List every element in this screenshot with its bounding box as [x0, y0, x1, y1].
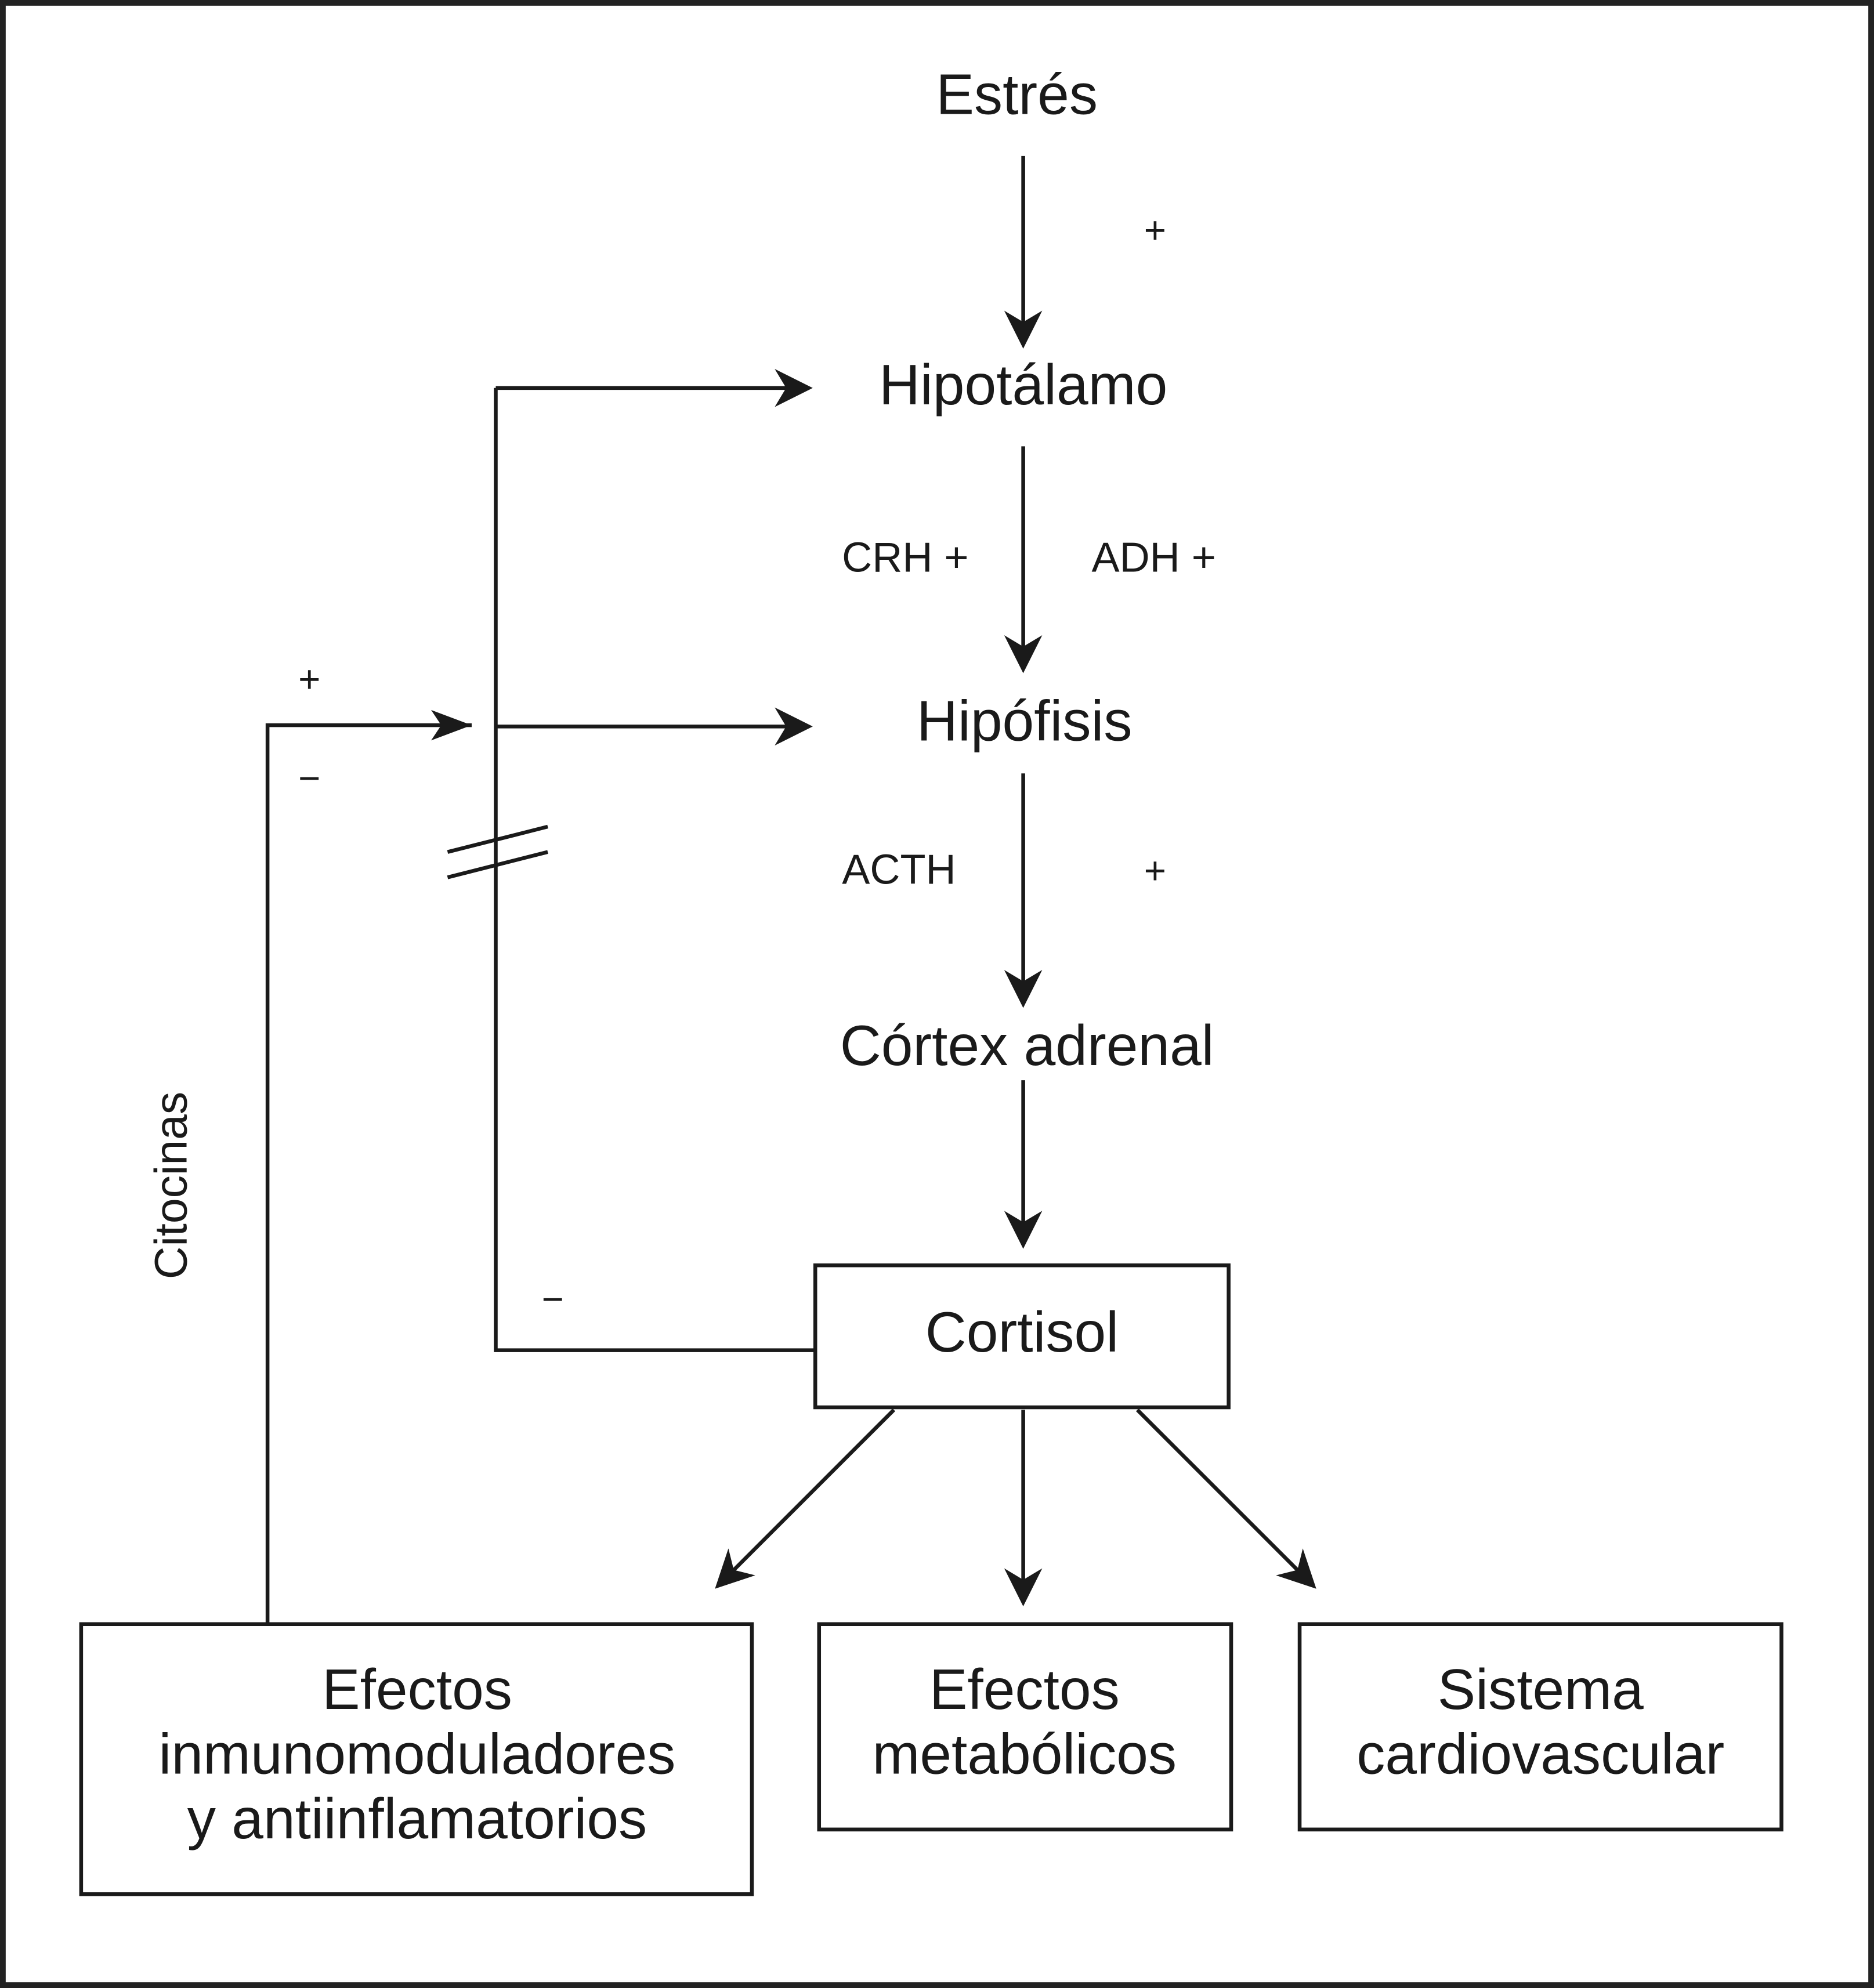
node-hipofisis: Hipófisis — [917, 689, 1133, 752]
node-cortex-adrenal: Córtex adrenal — [840, 1013, 1214, 1077]
break-mark-2 — [447, 850, 548, 879]
feedback-citocinas-line — [265, 723, 472, 1624]
sign-cortisol-minus: − — [542, 1278, 564, 1320]
node-hipotalamo: Hipotálamo — [879, 353, 1167, 417]
node-cardio-box — [1297, 1622, 1783, 1832]
node-inmuno-line3: y antiinflamatorios — [187, 1787, 647, 1851]
feedback-cortisol-line — [494, 388, 816, 1352]
node-inmuno-line2: inmunomoduladores — [159, 1722, 676, 1786]
break-mark-1 — [447, 824, 548, 854]
node-cortisol-box — [813, 1263, 1231, 1410]
node-metabolicos-box — [817, 1622, 1233, 1832]
sign-estres-plus: + — [1144, 209, 1166, 252]
node-cardio-line2: cardiovascular — [1356, 1722, 1724, 1786]
label-adh: ADH + — [1092, 535, 1216, 581]
sign-citocinas-plus: + — [298, 658, 320, 700]
label-acth: ACTH — [842, 846, 956, 893]
sign-citocinas-minus: − — [298, 757, 320, 799]
node-cardio-line1: Sistema — [1438, 1657, 1644, 1721]
node-metabolicos-line2: metabólicos — [872, 1722, 1177, 1786]
node-estres: Estrés — [936, 63, 1098, 126]
sign-acth-plus: + — [1144, 849, 1166, 892]
arrow-cortisol-cardio — [1135, 1408, 1316, 1589]
node-inmuno-box — [79, 1622, 754, 1896]
node-metabolicos-line1: Efectos — [929, 1657, 1120, 1721]
arrowhead-citocinas — [431, 709, 472, 741]
arrow-cortisol-inmuno — [715, 1408, 896, 1589]
label-crh: CRH + — [842, 535, 968, 581]
label-citocinas: Citocinas — [145, 1092, 196, 1280]
node-cortisol: Cortisol — [925, 1300, 1119, 1364]
node-inmuno-line1: Efectos — [322, 1657, 512, 1721]
